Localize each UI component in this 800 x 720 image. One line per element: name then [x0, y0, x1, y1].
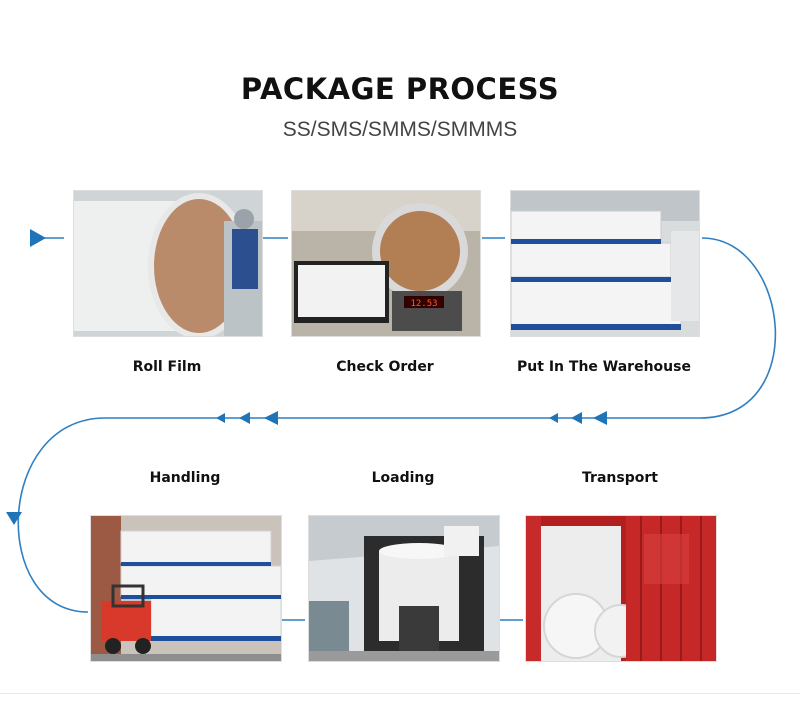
step-label-loading: Loading: [371, 470, 435, 486]
step-label-check-order: Check Order: [336, 359, 434, 375]
step-label-handling: Handling: [149, 470, 221, 486]
flow-arrow-entry-icon: [30, 229, 46, 247]
flow-arrow-left-icon: [264, 411, 278, 425]
step-label-warehouse: Put In The Warehouse: [517, 359, 691, 375]
page-subtitle: SS/SMS/SMMS/SMMMS: [282, 118, 518, 141]
forklift-handling-photo: [90, 515, 282, 662]
step-label-roll-film: Roll Film: [132, 359, 202, 375]
warehouse-photo: [510, 190, 700, 337]
bottom-divider: [0, 693, 800, 694]
flow-arrow-left-icon: [216, 413, 225, 423]
flow-arrow-left-icon: [549, 413, 558, 423]
check-order-photo: 12.53: [291, 190, 481, 337]
loading-truck-photo: [308, 515, 500, 662]
container-transport-photo: [525, 515, 717, 662]
flow-arrow-left-icon: [571, 412, 582, 424]
step-label-transport: Transport: [582, 470, 658, 486]
scale-readout: 12.53: [410, 299, 437, 309]
flow-arrow-left-icon: [239, 412, 250, 424]
page-title: PACKAGE PROCESS: [240, 72, 560, 106]
flow-curve-right: [699, 237, 777, 419]
flow-arrow-left-icon: [593, 411, 607, 425]
flow-arrow-down-icon: [6, 512, 22, 525]
roll-film-photo: [73, 190, 263, 337]
